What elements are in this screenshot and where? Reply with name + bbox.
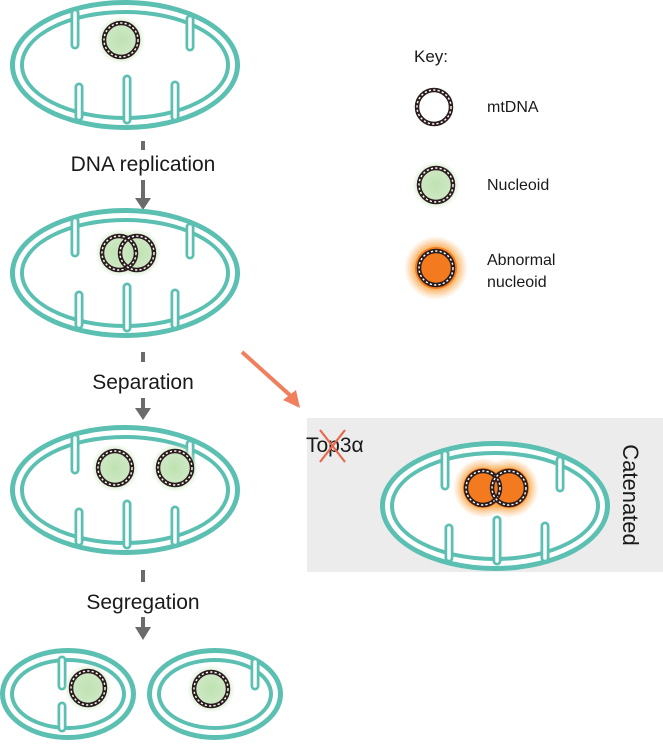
step-label-separation: Separation: [92, 371, 194, 394]
mitochondrion-stage-1: [10, 0, 240, 130]
step-arrow-replication: [135, 141, 151, 210]
step-arrow-segregation: [135, 570, 151, 640]
key-abnormal-label-line1: Abnormal: [487, 252, 555, 269]
knockout-path-arrow: [240, 350, 300, 408]
key-mtdna-icon: [417, 90, 451, 124]
key-abnormal-label-line2: nucleoid: [487, 274, 547, 291]
daughter-mitochondrion-right: [147, 648, 283, 740]
key-nucleoid-label: Nucleoid: [487, 177, 549, 194]
cross-out-icon: [319, 429, 346, 463]
nucleoid-icon: [412, 161, 460, 209]
step-label-replication: DNA replication: [71, 153, 216, 176]
key-title: Key:: [414, 47, 448, 66]
mitochondrion-stage-2: [10, 208, 240, 338]
knockout-protein-label: Top3α: [306, 434, 364, 457]
key-mtdna-label: mtDNA: [487, 99, 539, 116]
catenated-label: Catenated: [618, 444, 643, 546]
step-arrow-separation: [135, 352, 151, 420]
abnormal-nucleoid-icon: [404, 236, 468, 300]
mitochondrion-catenated: [380, 441, 610, 571]
step-label-segregation: Segregation: [86, 591, 199, 614]
mitochondrion-stage-3: [10, 425, 240, 555]
daughter-mitochondrion-left: [0, 648, 136, 740]
dna-ring-icon: [417, 90, 451, 124]
